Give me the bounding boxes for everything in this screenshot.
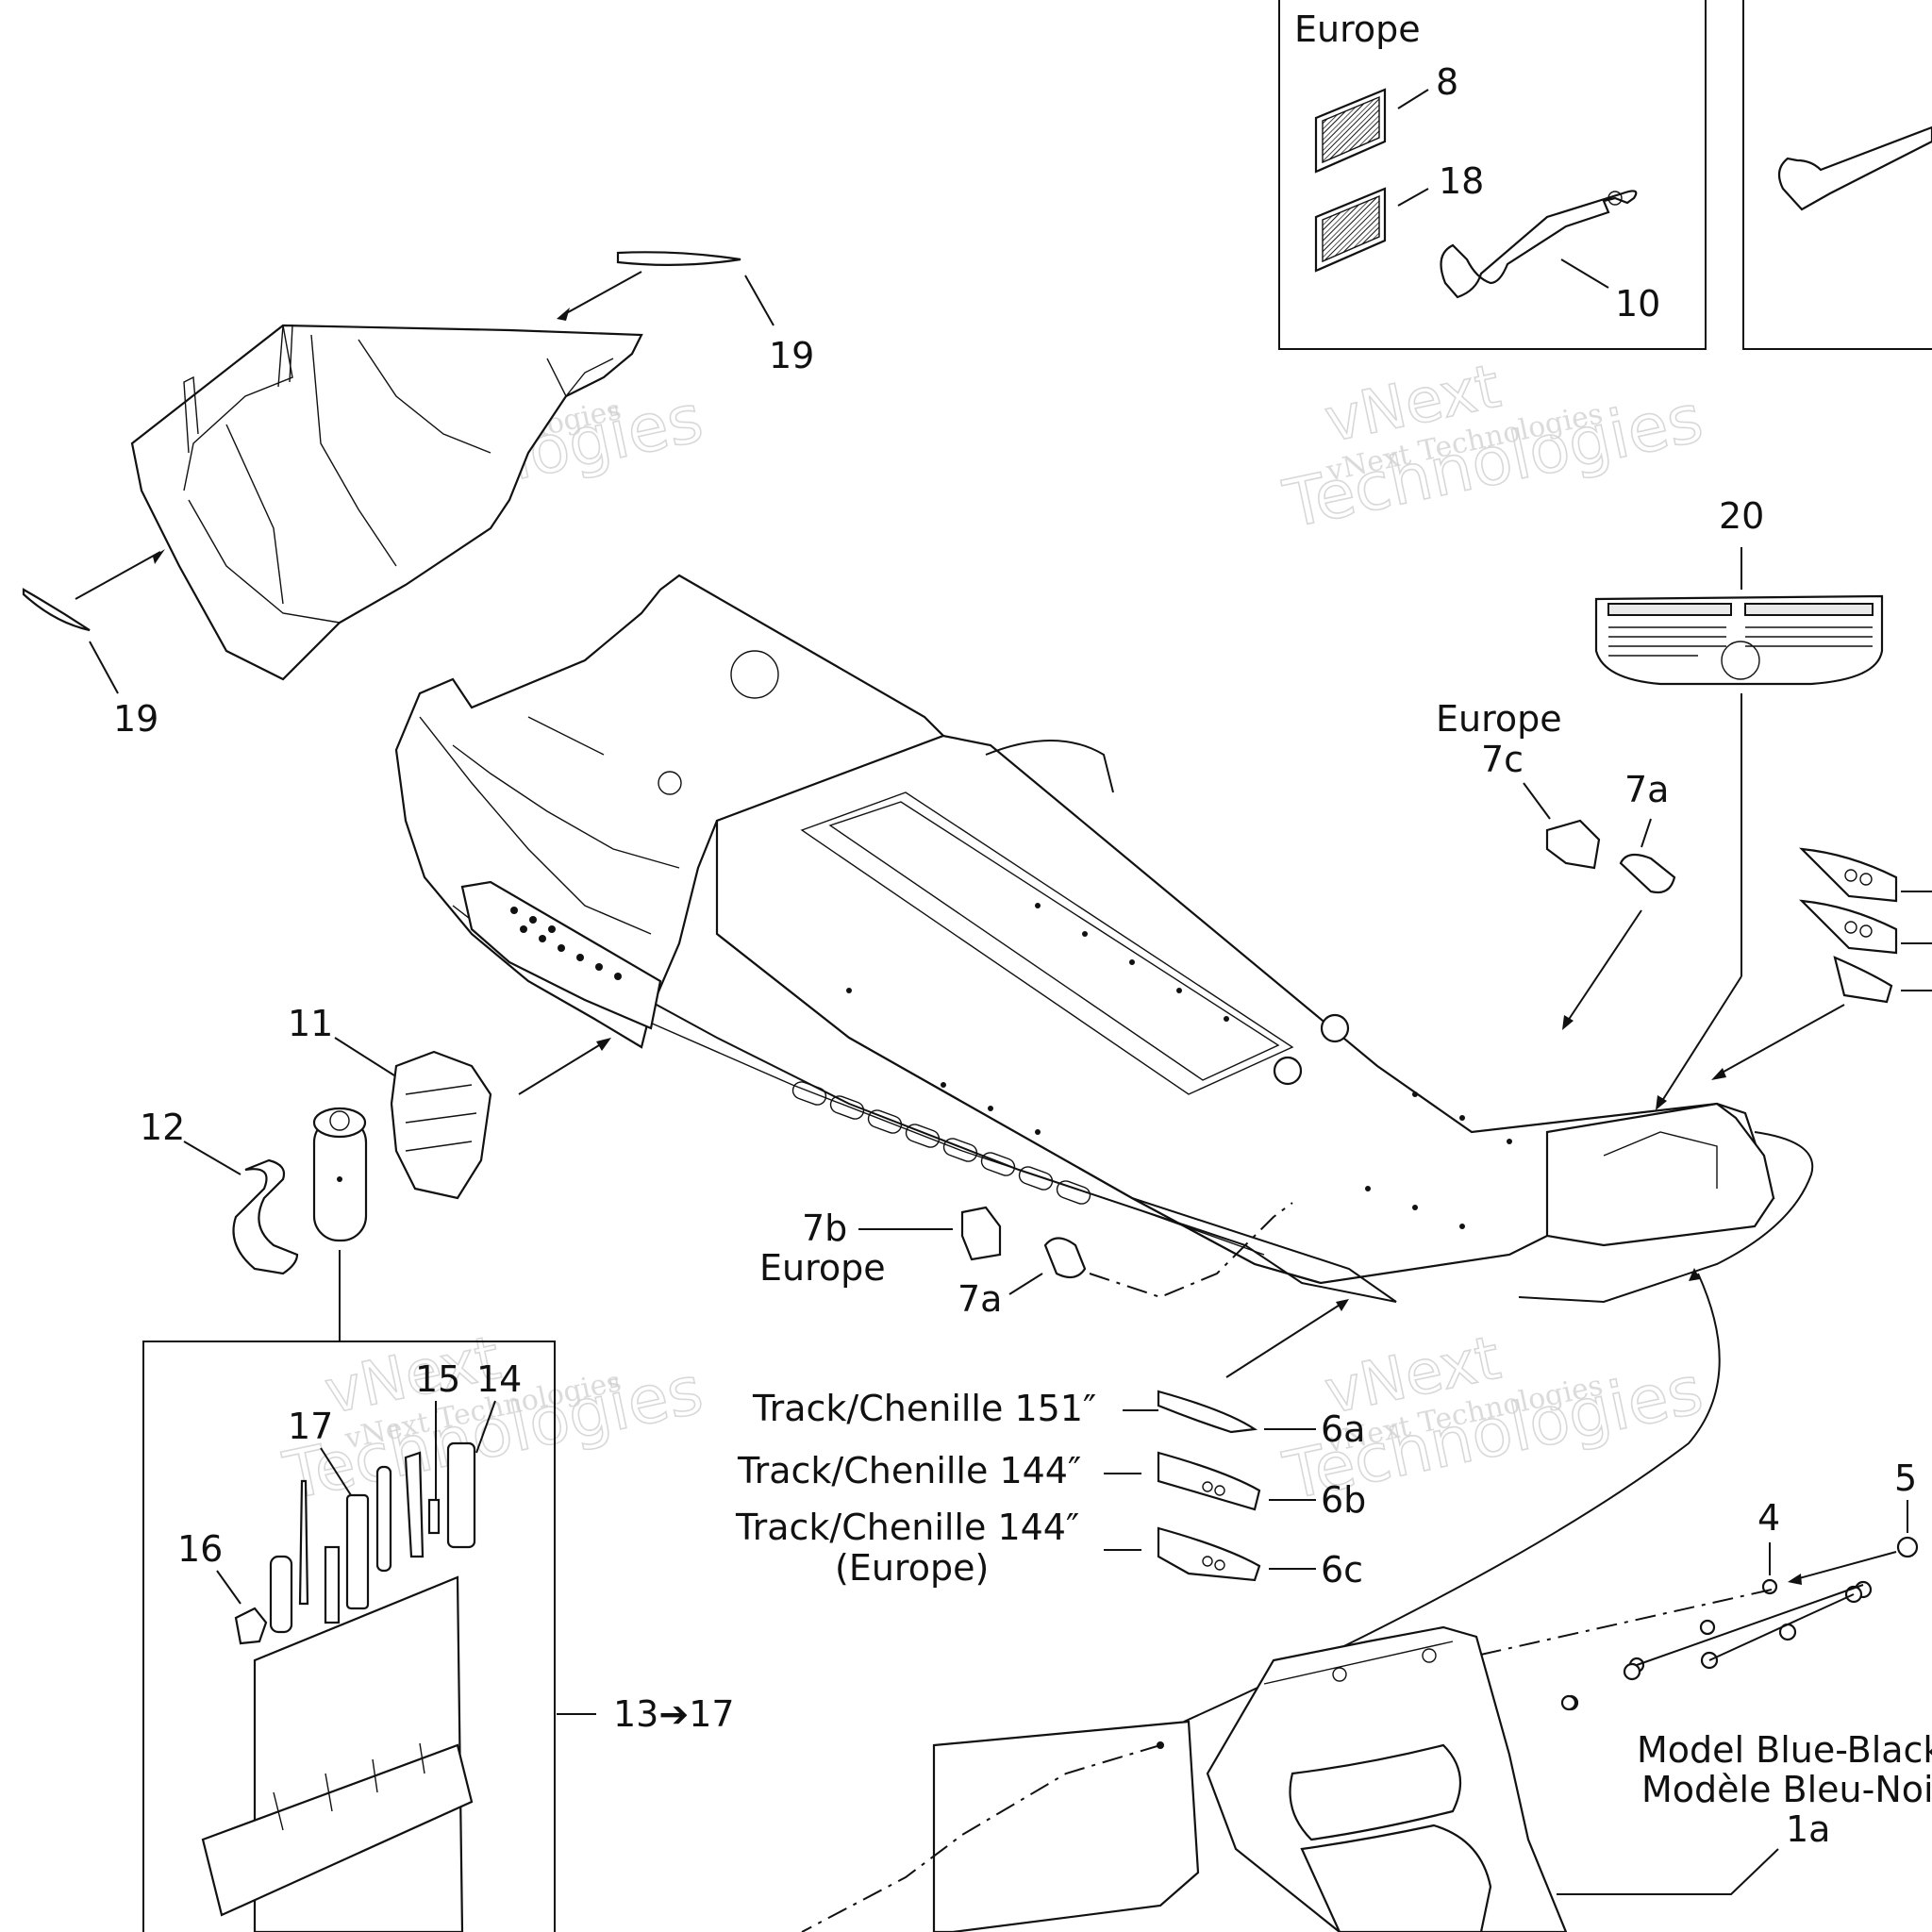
socket-wrench-14-part [446,1441,476,1549]
trim-strip-19-left-part [22,588,91,632]
spanner-wrench-part [1440,190,1638,299]
rear-flap-part [1206,1625,1568,1932]
callout-6b: 6b [1321,1479,1366,1521]
callout-8: 8 [1436,61,1458,103]
callout-16: 16 [177,1528,223,1570]
reflector-7a-bottom-part [1043,1237,1087,1279]
reflector-7c-part [1545,819,1601,870]
watermarks: vNext vNext Technologies Technologies vN… [276,351,1709,1516]
callout-7a-top: 7a [1624,769,1669,810]
callout-5: 5 [1894,1457,1917,1499]
chassis-tunnel-part [394,574,1814,1304]
front-cover-part [130,324,643,681]
tool-bag-cylinder-part [312,1107,368,1242]
callout-18: 18 [1439,160,1484,202]
screwdriver-handle-part [269,1555,293,1634]
slide-protector-6a-part [1157,1390,1258,1434]
tool-bag-holder-part [390,1050,492,1200]
callout-4: 4 [1757,1497,1780,1539]
open-wrench-part [404,1451,425,1558]
track-144-eu-sublabel: (Europe) [835,1547,989,1589]
tool-pouch-pocket-part [201,1743,474,1917]
callout-7b: 7b [802,1208,847,1249]
callout-17: 17 [288,1406,333,1447]
europe-parts-box: Europe 8 18 10 [1278,0,1932,350]
callout-20: 20 [1719,495,1764,537]
model-name-fr: Modèle Bleu-Noir [1641,1769,1932,1810]
europe-label-7c: Europe [1436,698,1562,740]
screwdriver-shaft-part [298,1479,309,1606]
reflector-18-part [1314,187,1387,273]
reflector-7a-top-part [1619,853,1676,894]
warning-decal-20-part [1594,594,1884,686]
track-144-label: Track/Chenille 144″ [737,1450,1081,1491]
fasteners-part [1560,1536,1919,1711]
mud-flap-part [932,1720,1200,1932]
europe-box-title: Europe [1294,8,1421,50]
callout-19-left: 19 [113,698,158,740]
strap-12-part [232,1158,299,1275]
callout-10: 10 [1615,283,1660,325]
clip-16-part [234,1607,268,1645]
reflector-8-part [1314,88,1387,174]
callout-13-17: 13➔17 [613,1693,735,1735]
track-144-eu-label: Track/Chenille 144″ [735,1507,1079,1548]
europe-label-7b: Europe [759,1247,886,1289]
model-name-en: Model Blue-Black [1637,1729,1932,1771]
reflector-7b-part [960,1206,1002,1261]
spark-plug-wrench-part [345,1493,370,1610]
track-151-label: Track/Chenille 151″ [752,1388,1096,1429]
callout-7a-bottom: 7a [958,1278,1002,1320]
callout-1a: 1a [1786,1808,1830,1850]
wrench-partial-part [1777,125,1932,211]
callout-19-top: 19 [769,335,814,376]
callout-6c: 6c [1321,1549,1363,1591]
rear-reflector-pads [1799,847,1932,1004]
slide-protector-6b-part [1157,1451,1261,1511]
callout-7c: 7c [1481,739,1524,780]
slide-protector-6c-part [1157,1526,1261,1582]
tool-kit-box: 15 14 17 16 13➔17 [142,1341,735,1932]
trim-strip-19-part [616,251,741,266]
callout-12: 12 [140,1107,185,1148]
extension-bar-part [375,1465,392,1573]
callout-6a: 6a [1321,1408,1365,1450]
callout-14: 14 [476,1358,522,1400]
callout-15: 15 [415,1358,460,1400]
fuse-part [427,1498,441,1535]
callout-11: 11 [288,1003,333,1044]
hex-key-part [324,1545,341,1624]
